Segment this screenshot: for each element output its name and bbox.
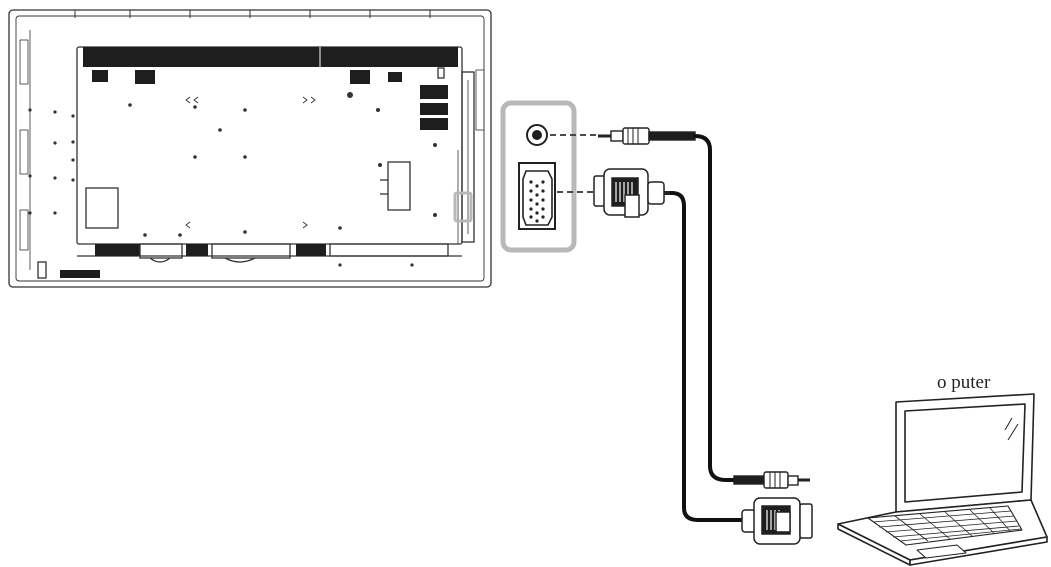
vga-cable	[670, 191, 744, 522]
vga-connector-icon	[593, 168, 672, 218]
audio-jack-plug-icon	[598, 127, 696, 145]
computer-label: o puter	[937, 372, 991, 393]
vga-connector-icon	[741, 497, 813, 545]
audio-cable	[693, 134, 738, 482]
vga-port-icon	[518, 162, 556, 230]
laptop-icon	[837, 393, 1048, 566]
audio-in-and-vga-port-icon	[500, 100, 577, 253]
audio-in-port-icon	[526, 124, 548, 146]
audio-jack-plug-icon	[733, 471, 810, 489]
port-leader-lines	[550, 134, 596, 193]
display-rear-panel-icon	[8, 9, 492, 288]
